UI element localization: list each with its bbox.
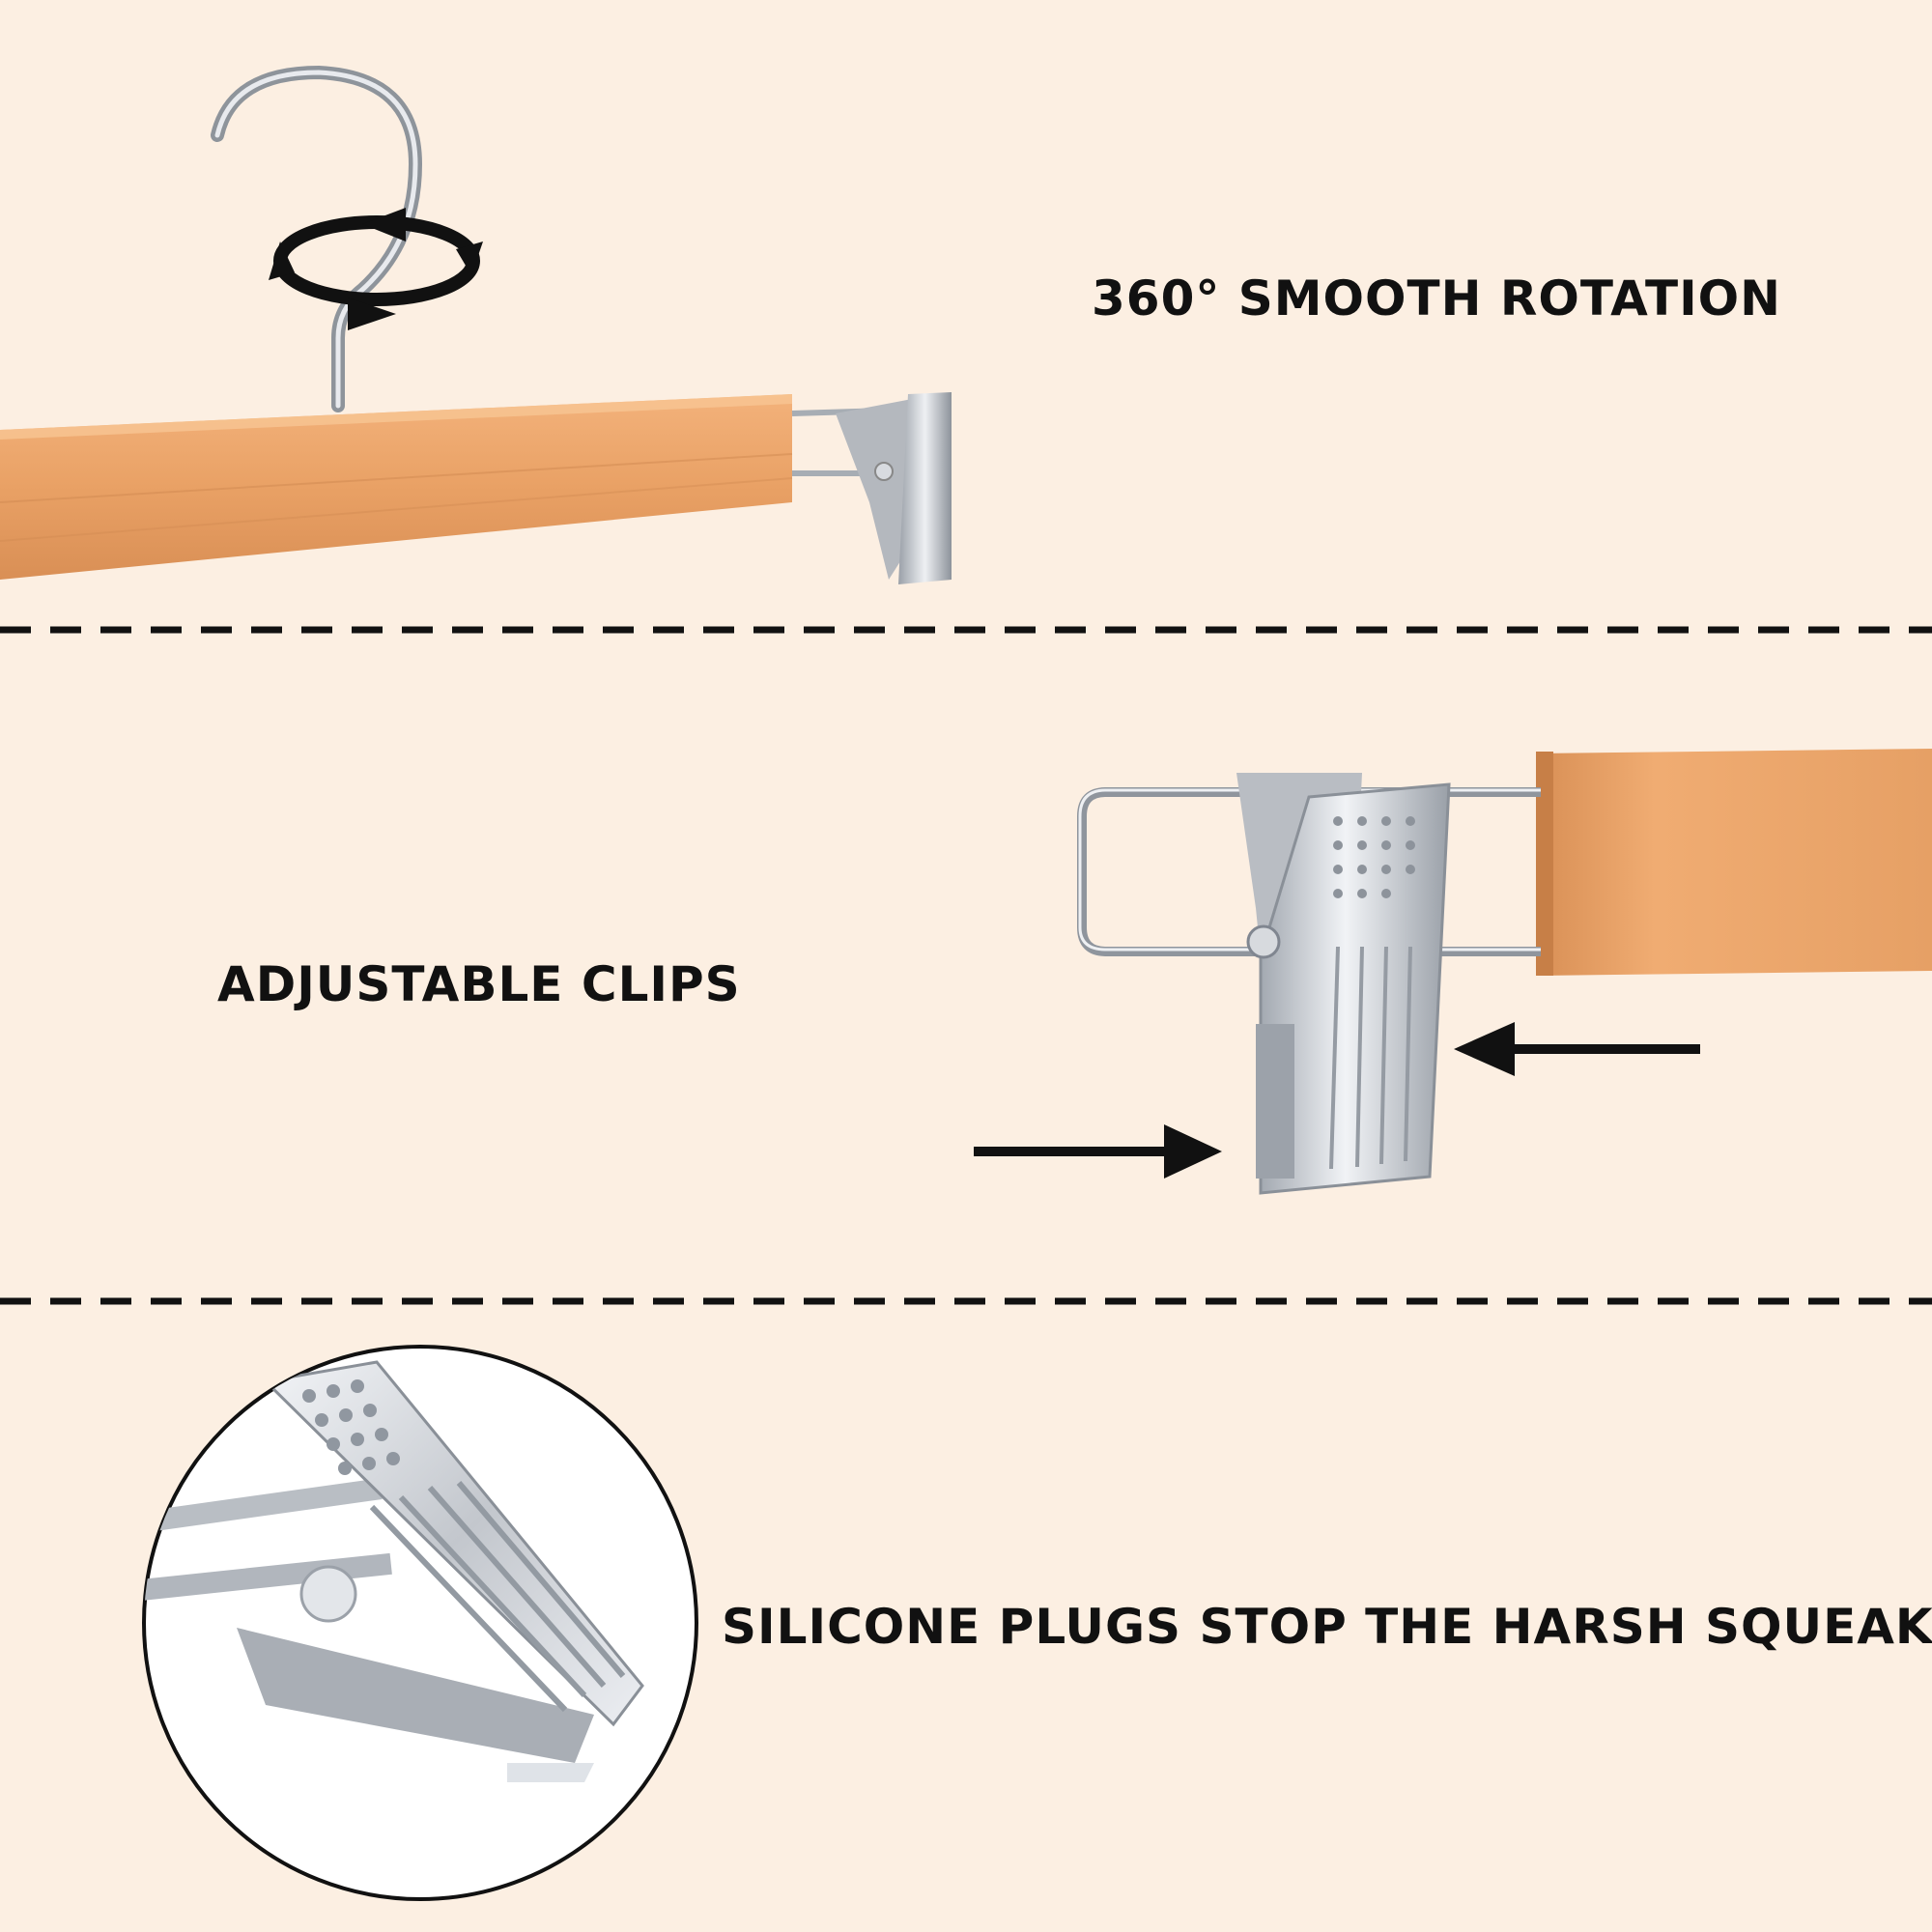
feature-silicone-text: SILICONE PLUGS STOP THE HARSH SQUEAK bbox=[722, 1599, 1932, 1655]
feature-clips-text: ADJUSTABLE CLIPS bbox=[217, 956, 741, 1012]
feature-adjustable-clips: ADJUSTABLE CLIPS bbox=[0, 638, 1932, 1294]
metal-clip-small bbox=[836, 392, 952, 584]
hanger-rotation-illustration bbox=[0, 65, 952, 584]
silicone-plug bbox=[299, 1565, 357, 1623]
squeeze-arrows-icon bbox=[974, 1022, 1700, 1179]
rotation-arrows-icon bbox=[269, 208, 483, 330]
divider-bottom bbox=[0, 1297, 1932, 1305]
wooden-bar bbox=[0, 394, 792, 580]
metal-clip-large bbox=[1246, 782, 1451, 1195]
clip-adjust-illustration bbox=[974, 749, 1932, 1195]
feature-silicone-plugs: SILICONE PLUGS STOP THE HARSH SQUEAK bbox=[0, 1309, 1932, 1932]
clip-closeup-image bbox=[142, 1345, 698, 1901]
feature-rotation-text: 360° SMOOTH ROTATION bbox=[1092, 270, 1782, 327]
wooden-bar-end bbox=[1536, 749, 1932, 976]
feature-rotation: 360° SMOOTH ROTATION bbox=[0, 0, 1932, 618]
divider-top bbox=[0, 626, 1932, 634]
hanger-hook bbox=[211, 65, 423, 412]
